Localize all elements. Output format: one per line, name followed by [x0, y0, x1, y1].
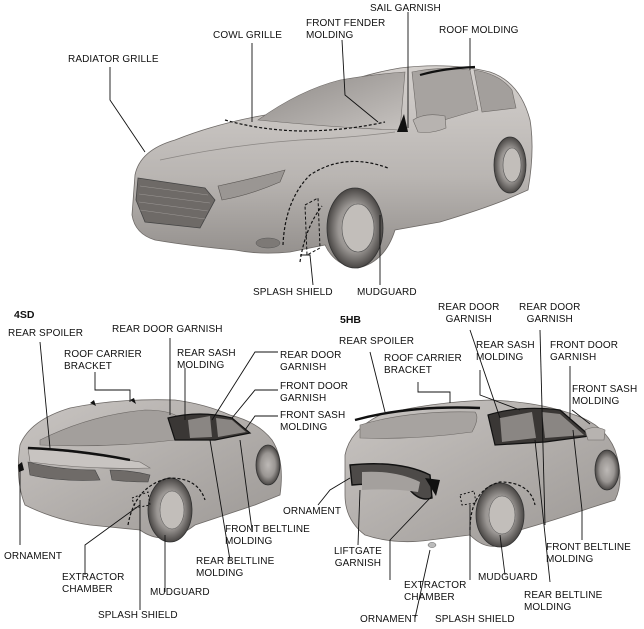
label-hb-front-door-garnish: FRONT DOOR GARNISH [550, 340, 619, 363]
label-sedan-splash-shield: SPLASH SHIELD [98, 610, 178, 621]
label-sedan-front-beltline-molding: FRONT BELTLINE MOLDING [225, 524, 310, 547]
label-sedan-mudguard: MUDGUARD [150, 587, 210, 598]
label-hb-rear-door-garnish-a: REAR DOOR GARNISH [438, 302, 500, 325]
label-mudguard-top: MUDGUARD [357, 287, 417, 298]
label-splash-shield-top: SPLASH SHIELD [253, 287, 333, 298]
label-hb-ornament-upper: ORNAMENT [283, 506, 342, 517]
label-sedan-rear-door-garnish-2: REAR DOOR GARNISH [280, 350, 342, 373]
sedan-leader-lines [19, 338, 278, 610]
label-hb-rear-sash-molding: REAR SASH MOLDING [476, 340, 535, 363]
label-sedan-rear-sash-molding: REAR SASH MOLDING [177, 348, 236, 371]
label-sedan-rear-spoiler: REAR SPOILER [8, 328, 84, 339]
top-leader-lines [109, 12, 471, 286]
label-sedan-front-door-garnish: FRONT DOOR GARNISH [280, 381, 349, 404]
label-hb-roof-carrier-bracket: ROOF CARRIER BRACKET [384, 353, 462, 376]
label-radiator-grille: RADIATOR GRILLE [68, 54, 159, 65]
label-cowl-grille: COWL GRILLE [213, 30, 283, 41]
hatchback-car-illustration [344, 399, 621, 548]
sedan-car-illustration [17, 398, 282, 543]
label-sedan-ornament: ORNAMENT [4, 551, 63, 562]
label-hb-mudguard: MUDGUARD [478, 572, 538, 583]
hatchback-leader-lines [317, 329, 591, 619]
label-hb-rear-door-garnish-b: REAR DOOR GARNISH [519, 302, 581, 325]
label-hb-liftgate-garnish: LIFTGATE GARNISH [334, 546, 382, 569]
label-front-fender-molding: FRONT FENDER MOLDING [306, 18, 386, 41]
label-sedan-front-sash-molding: FRONT SASH MOLDING [280, 410, 346, 433]
top-car-illustration [131, 65, 533, 269]
label-hb-rear-beltline-molding: REAR BELTLINE MOLDING [524, 590, 603, 613]
section-heading-4sd: 4SD [14, 309, 35, 321]
label-hb-splash-shield: SPLASH SHIELD [435, 614, 515, 625]
label-sedan-extractor-chamber: EXTRACTOR CHAMBER [62, 572, 125, 595]
label-hb-ornament-lower: ORNAMENT [360, 614, 419, 625]
label-hb-front-beltline-molding: FRONT BELTLINE MOLDING [546, 542, 631, 565]
label-sedan-roof-carrier-bracket: ROOF CARRIER BRACKET [64, 349, 142, 372]
label-hb-front-sash-molding: FRONT SASH MOLDING [572, 384, 638, 407]
label-hb-extractor-chamber: EXTRACTOR CHAMBER [404, 580, 467, 603]
label-sedan-rear-door-garnish: REAR DOOR GARNISH [112, 324, 223, 335]
label-roof-molding: ROOF MOLDING [439, 25, 519, 36]
label-sail-garnish: SAIL GARNISH [370, 3, 441, 14]
section-heading-5hb: 5HB [340, 314, 362, 326]
label-sedan-rear-beltline-molding: REAR BELTLINE MOLDING [196, 556, 275, 579]
label-hb-rear-spoiler: REAR SPOILER [339, 336, 415, 347]
